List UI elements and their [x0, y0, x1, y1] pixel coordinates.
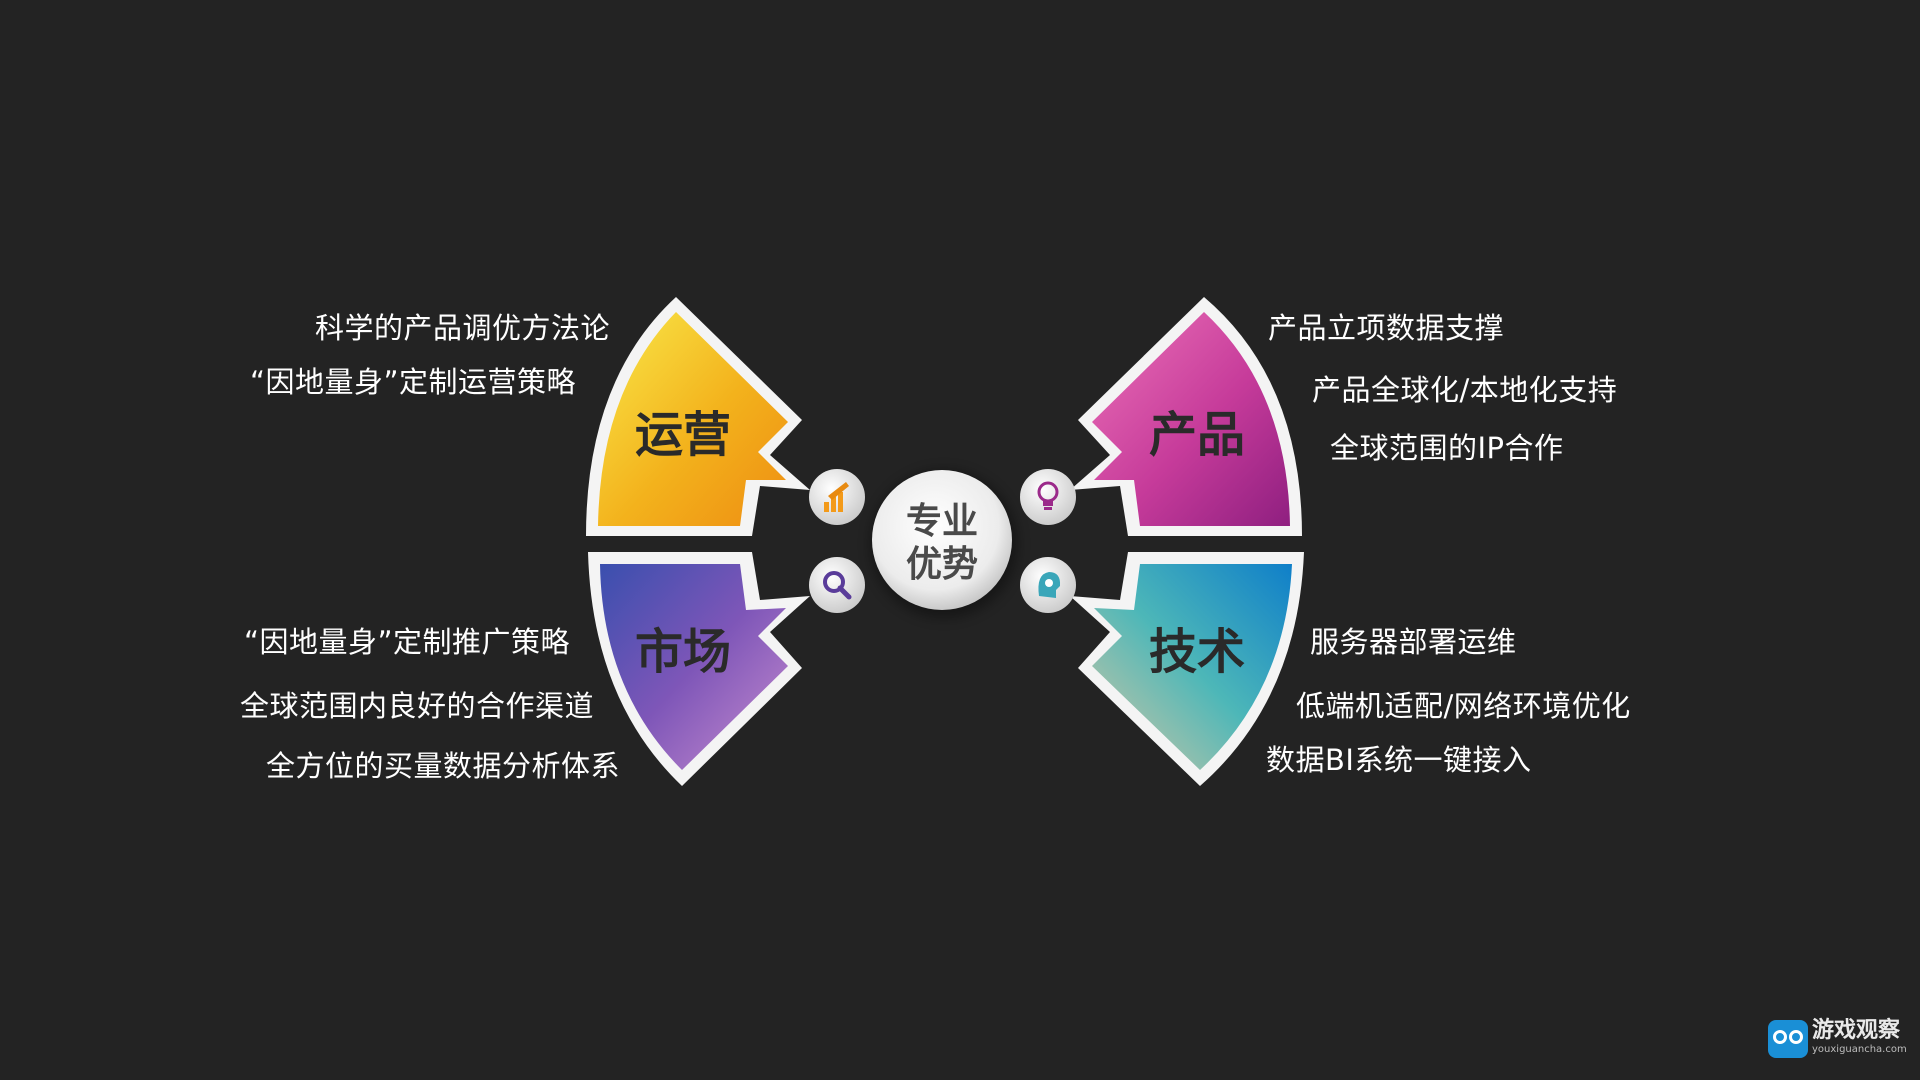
quadrant-operations: 运营: [586, 297, 810, 536]
center-circle: [872, 470, 1012, 610]
binoculars-icon: [1768, 1020, 1808, 1058]
market-item-3: 全方位的买量数据分析体系: [265, 749, 620, 783]
operations-shape: [598, 312, 788, 526]
head-bulb-icon: [1038, 572, 1061, 598]
product-icon-node: [1020, 469, 1076, 525]
market-title: 市场: [635, 624, 731, 680]
market-shape: [600, 564, 788, 770]
operations-item-2: “因地量身”定制运营策略: [249, 365, 576, 399]
product-shape: [1092, 312, 1290, 526]
watermark-logo: 游戏观察 youxiguancha.com: [1768, 1018, 1908, 1062]
operations-icon-node: [809, 469, 865, 525]
operations-item-1: 科学的产品调优方法论: [314, 311, 610, 345]
magnifier-icon: [823, 571, 852, 600]
market-item-2: 全球范围内良好的合作渠道: [239, 689, 594, 723]
lightbulb-icon: [1037, 481, 1059, 510]
product-item-2: 产品全球化/本地化支持: [1312, 373, 1618, 407]
quadrant-market: 市场: [588, 552, 810, 786]
quadrant-tech: 技术: [1070, 552, 1304, 786]
tech-icon-node: [1020, 557, 1076, 613]
product-item-3: 全球范围的IP合作: [1330, 431, 1564, 465]
tech-item-2: 低端机适配/网络环境优化: [1296, 689, 1631, 723]
operations-title: 运营: [635, 407, 731, 463]
center-label-line1: 专业: [906, 501, 978, 542]
quadrant-product: 产品: [1070, 297, 1302, 536]
product-item-1: 产品立项数据支撑: [1268, 311, 1505, 345]
tech-shape: [1092, 564, 1292, 770]
watermark-name: 游戏观察: [1812, 1018, 1901, 1043]
center-label-line2: 优势: [906, 544, 978, 585]
watermark-url: youxiguancha.com: [1812, 1044, 1907, 1055]
tech-title: 技术: [1149, 624, 1245, 680]
chart-hand-icon: [824, 482, 849, 512]
product-title: 产品: [1149, 407, 1245, 463]
tech-item-1: 服务器部署运维: [1310, 625, 1517, 659]
tech-item-3: 数据BI系统一键接入: [1266, 743, 1532, 777]
market-item-1: “因地量身”定制推广策略: [243, 625, 570, 659]
center-node: 专业 优势: [870, 470, 1018, 618]
market-icon-node: [809, 557, 865, 613]
